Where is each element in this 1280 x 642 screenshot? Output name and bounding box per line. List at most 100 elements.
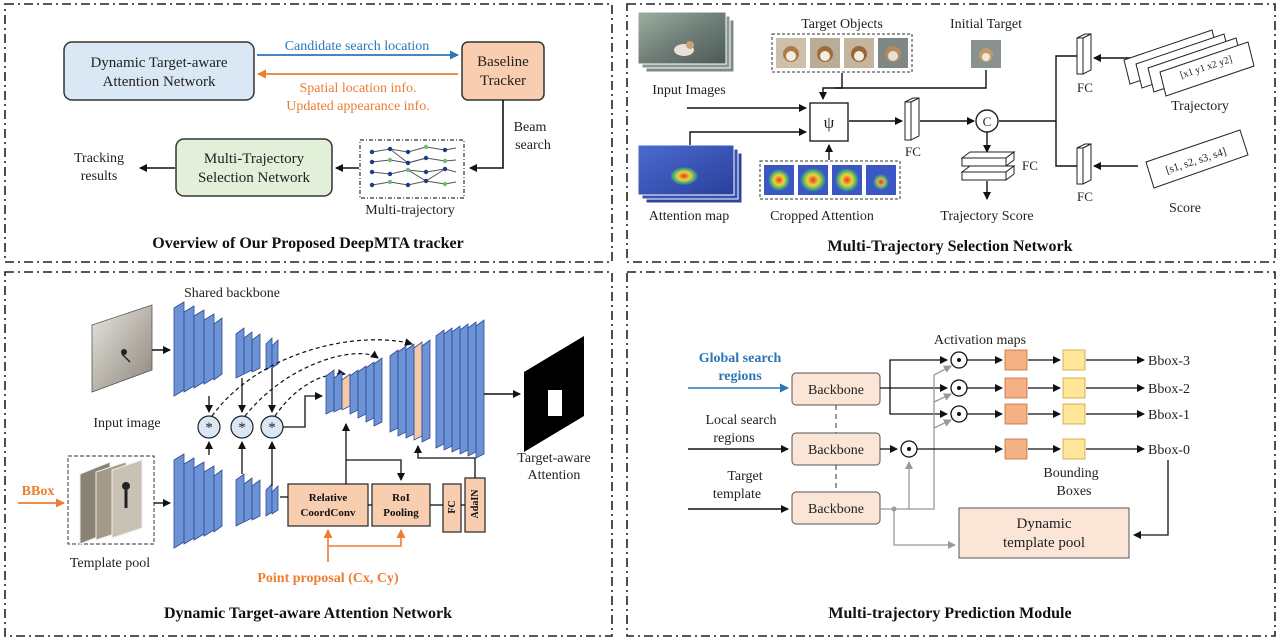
output-attention-map xyxy=(524,336,584,452)
target-aware-label-2: Attention xyxy=(528,468,581,483)
local-label-1: Local search xyxy=(705,413,776,428)
relative-label-2: CoordConv xyxy=(300,507,356,519)
backbone-label-global: Backbone xyxy=(808,383,864,398)
psi-box xyxy=(809,102,849,142)
roi-label-1: RoI xyxy=(392,492,410,504)
template-branch-dot xyxy=(891,506,897,512)
attention-map-label: Attention map xyxy=(649,209,730,224)
conv-label-1: * xyxy=(205,420,213,436)
backbone-bottom xyxy=(173,453,279,549)
backbone-label-target: Backbone xyxy=(808,502,864,517)
score-label: Score xyxy=(1169,201,1201,216)
score-fc-line xyxy=(1055,121,1077,167)
beam-label-1: Beam xyxy=(514,120,547,135)
global-branches xyxy=(880,356,948,453)
conv-nodes xyxy=(197,415,284,439)
global-label-1: Global search xyxy=(699,351,782,366)
selection-caption: Multi-Trajectory Selection Network xyxy=(828,238,1073,255)
input-images-label: Input Images xyxy=(652,83,725,98)
activation-maps-label: Activation maps xyxy=(934,333,1026,348)
conv-label-2: * xyxy=(238,420,246,436)
tracker-label-1: Baseline xyxy=(477,54,529,70)
relative-label-1: Relative xyxy=(309,492,348,504)
target-aware-label-1: Target-aware xyxy=(517,451,590,466)
fc-label-1: FC xyxy=(905,144,921,159)
dtan-label-2: Attention Network xyxy=(103,74,216,90)
tracking-label-1: Tracking xyxy=(74,151,124,166)
bbox0-label: Bbox-0 xyxy=(1148,443,1190,458)
backbone-label-local: Backbone xyxy=(808,443,864,458)
adain-label: AdaIN xyxy=(470,489,481,519)
input-image-label: Input image xyxy=(93,416,160,431)
fc-label-traj: FC xyxy=(1077,80,1093,95)
bbox1-label: Bbox-1 xyxy=(1148,408,1190,423)
bbox-label: BBox xyxy=(22,484,55,499)
fc-stack-score xyxy=(960,151,1016,181)
attention-map-stack xyxy=(637,144,743,204)
beam-label-2: search xyxy=(515,138,551,153)
dtan-label-1: Dynamic Target-aware xyxy=(90,55,227,71)
targets-to-psi-arrow xyxy=(819,73,843,100)
dyn-pool-label-1: Dynamic xyxy=(1017,516,1072,532)
updated-label: Updated appearance info. xyxy=(286,99,429,114)
spatial-label: Spatial location info. xyxy=(299,81,416,96)
point-proposal-label: Point proposal (Cx, Cy) xyxy=(257,571,399,586)
fc-layer-score xyxy=(1076,143,1092,185)
bbox3-label: Bbox-3 xyxy=(1148,354,1190,369)
fc-box xyxy=(442,483,462,533)
mtsn-box xyxy=(175,138,333,197)
trajectory-score-label: Trajectory Score xyxy=(940,209,1033,224)
cropped-attention-label: Cropped Attention xyxy=(770,209,874,224)
backbone-box-target xyxy=(791,491,881,525)
fc-layer-1 xyxy=(904,97,920,141)
global-label-2: regions xyxy=(718,369,762,384)
mtsn-label-1: Multi-Trajectory xyxy=(204,151,305,167)
initial-target-label: Initial Target xyxy=(950,17,1022,32)
attention-panel: Shared backbone Input image xyxy=(18,286,591,622)
input-image xyxy=(91,304,153,393)
target-objects-label: Target Objects xyxy=(801,17,883,32)
activation-map-blocks xyxy=(1004,349,1028,460)
bbox2-label: Bbox-2 xyxy=(1148,382,1190,397)
relative-coordconv-box xyxy=(287,483,369,527)
candidate-label: Candidate search location xyxy=(285,39,430,54)
conv-label-3: * xyxy=(268,420,276,436)
bounding-box-blocks xyxy=(1062,349,1086,460)
attmap-to-psi-arrow xyxy=(689,128,807,145)
trajectory-label: Trajectory xyxy=(1171,99,1229,114)
template-feature-lines xyxy=(880,365,956,549)
mtsn-label-2: Selection Network xyxy=(198,170,311,186)
dynamic-template-pool-box xyxy=(958,507,1130,559)
traj-fc-line xyxy=(999,55,1077,122)
roi-pooling-box xyxy=(371,483,431,527)
roi-label-2: Pooling xyxy=(383,507,419,519)
prediction-caption: Multi-trajectory Prediction Module xyxy=(828,605,1071,622)
beam-arrow xyxy=(469,100,504,172)
bounding-label-1: Bounding xyxy=(1043,466,1098,481)
overview-caption: Overview of Our Proposed DeepMTA tracker xyxy=(152,235,464,252)
cropped-attention-thumbs xyxy=(764,165,896,195)
psi-label: ψ xyxy=(824,113,835,132)
input-images-stack xyxy=(637,11,735,73)
decoder-layers xyxy=(325,319,485,459)
panel-frames xyxy=(4,3,1276,637)
template-pool-label: Template pool xyxy=(70,556,150,571)
tracker-label-2: Tracker xyxy=(480,73,526,89)
prediction-panel: Activation maps Global search regions Lo… xyxy=(688,333,1190,622)
fc-label-scoreinput: FC xyxy=(1077,189,1093,204)
fc-label-score: FC xyxy=(1022,158,1038,173)
backbone-top xyxy=(173,301,279,397)
initial-target-thumb xyxy=(971,40,1001,68)
initial-to-psi-line xyxy=(835,70,987,89)
conv-to-decoder-arrow xyxy=(283,392,323,428)
fc-layer-traj xyxy=(1076,33,1092,75)
target-label-1: Target xyxy=(727,469,762,484)
target-label-2: template xyxy=(713,487,761,502)
dtan-box xyxy=(63,41,255,101)
selection-panel: Input Images Attention map Target Object… xyxy=(637,11,1255,255)
tracking-label-2: results xyxy=(81,169,118,184)
overview-panel: Dynamic Target-aware Attention Network B… xyxy=(63,39,551,252)
correlation-dots xyxy=(907,358,961,451)
local-label-2: regions xyxy=(713,431,754,446)
dyn-pool-label-2: template pool xyxy=(1003,535,1085,551)
